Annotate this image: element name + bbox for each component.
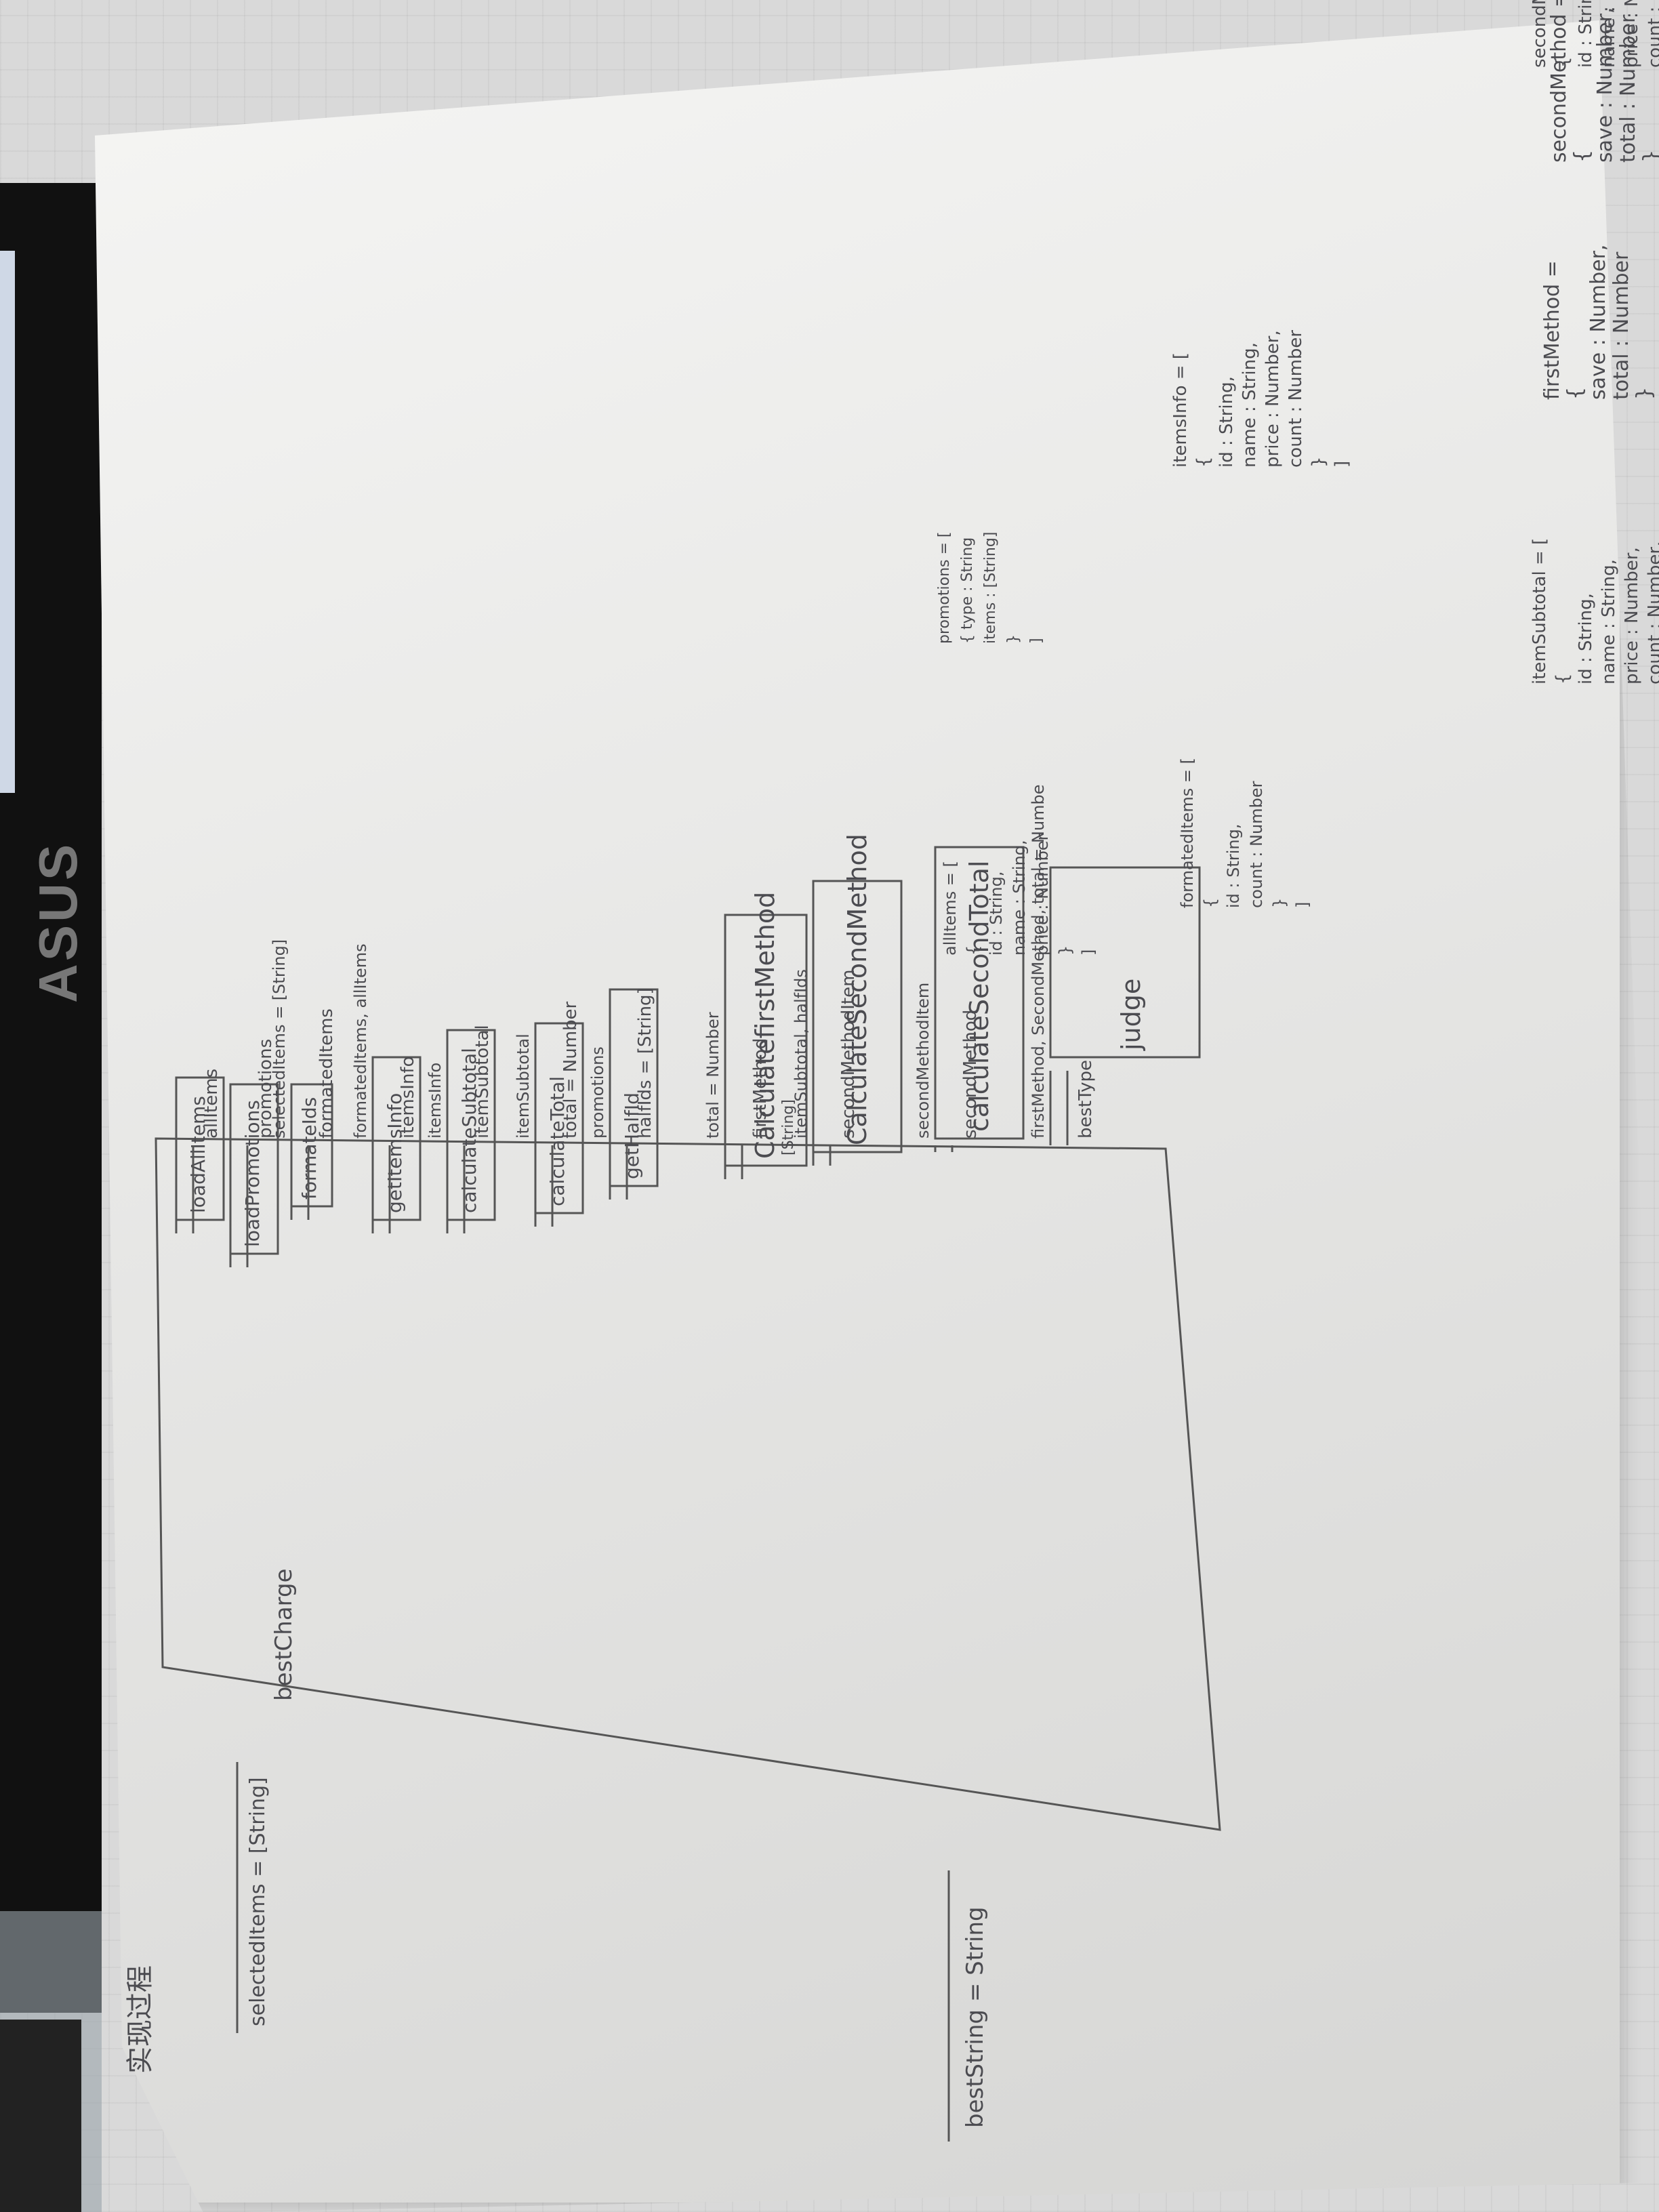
note-itemsinfo-line-3: name : String, — [1240, 342, 1260, 468]
bestcharge-box — [155, 1137, 1221, 1831]
note-secondmethoditem-line-1: { — [1553, 56, 1573, 68]
note-secondmethod-line-1: { — [1570, 150, 1594, 163]
note-promotions-line-0: promotions = [ — [936, 532, 953, 644]
return-label-4: itemSubtotal — [472, 1025, 493, 1139]
note-secondmethoditem-line-4: price : Number, — [1622, 0, 1642, 68]
return-label-2: formatedItems — [316, 1008, 337, 1139]
call-box-7 — [724, 914, 808, 1167]
call-box-label-6: getHalfId — [621, 1092, 643, 1179]
call-box-label-8: CalculateSecondMethod — [842, 834, 872, 1145]
call-box-6 — [609, 988, 659, 1187]
note-formateditems-line-4: } — [1270, 898, 1289, 908]
call-box-label-10: judge — [1116, 979, 1146, 1051]
note-secondmethod-line-4: } — [1639, 150, 1659, 163]
return-label-10: bestType — [1076, 1060, 1096, 1139]
note-formateditems-line-5: ] — [1293, 902, 1312, 908]
arg-label-2: selectedItems = [String] — [270, 939, 289, 1139]
note-itemsinfo-line-7: ] — [1332, 461, 1352, 468]
call-box-label-5: calculateTotal — [546, 1076, 569, 1206]
call-box-3 — [371, 1056, 422, 1221]
note-formateditems-line-3: count : Number — [1247, 781, 1266, 908]
note-allitems-line-6: ] — [1079, 949, 1098, 956]
note-allitems-line-3: name : String, — [1010, 840, 1029, 956]
note-allitems-line-0: allItems = [ — [941, 861, 960, 956]
note-formateditems-line-1: { — [1201, 898, 1220, 908]
call-box-8 — [812, 880, 903, 1153]
note-allitems-line-2: id : String, — [987, 872, 1006, 956]
arg-label-3: formatedItems, allItems — [351, 943, 370, 1139]
monitor-stand-base — [0, 2020, 81, 2212]
call-box-label-0: loadAllItems — [187, 1096, 209, 1213]
note-promotions-line-3: } — [1005, 634, 1022, 644]
note-allitems-line-4: price : Number — [1033, 834, 1052, 956]
note-itemsinfo-line-0: itemsInfo = [ — [1170, 352, 1191, 468]
note-itemsinfo-line-5: count : Number — [1286, 330, 1306, 468]
call-box-5 — [534, 1022, 584, 1214]
note-firstmethod-line-2: save : Number, — [1586, 245, 1610, 400]
note-promotions-line-2: items : [String] — [982, 532, 999, 644]
note-firstmethod-line-4: } — [1633, 387, 1656, 400]
note-secondmethod-line-2: save : Number, — [1593, 7, 1617, 163]
call-box-label-9: calculateSecondTotal — [964, 861, 994, 1132]
note-firstmethod-line-3: total : Number — [1610, 251, 1633, 400]
diagram-title: 实现过程 — [125, 1965, 156, 2074]
output-arrow-label: bestString = String — [962, 1906, 989, 2128]
note-firstmethod-line-1: { — [1563, 387, 1587, 400]
return-label-3: itemsInfo — [398, 1057, 418, 1139]
note-promotions-line-4: ] — [1028, 638, 1045, 644]
note-itemsubtotal-line-1: { — [1553, 673, 1573, 684]
note-itemsubtotal-line-2: id : String, — [1576, 593, 1596, 684]
return-label-6: halfIds = [String] — [635, 987, 655, 1139]
monitor — [0, 183, 102, 2013]
call-box-4 — [446, 1029, 496, 1221]
note-secondmethoditem-line-3: name : String, — [1599, 0, 1619, 68]
note-firstmethod-line-0: firstMethod = — [1540, 260, 1564, 400]
return-label-0: allItems — [201, 1069, 222, 1139]
call-box-label-3: getItemsInfo — [384, 1093, 406, 1213]
call-box-10 — [1049, 866, 1201, 1059]
arg-label-9: secondMethodItem — [914, 983, 933, 1139]
bestcharge-label: bestCharge — [270, 1568, 298, 1701]
call-box-label-1: loadPromotions — [241, 1100, 264, 1247]
return-label-8: secondMethodItem — [838, 970, 859, 1139]
note-label-8: [String] — [780, 1099, 797, 1155]
return-label-9: secondMethod — [960, 1010, 981, 1139]
note-secondmethoditem-line-2: id : String, — [1576, 0, 1596, 68]
note-itemsubtotal-line-3: name : String, — [1599, 559, 1619, 684]
arg-label-7: total = Number — [703, 1012, 722, 1139]
note-itemsinfo-line-6: } — [1309, 456, 1329, 468]
note-secondmethod-line-3: total : Number — [1616, 14, 1640, 163]
arg-label-4: itemsInfo — [426, 1063, 445, 1139]
note-secondmethoditem-line-0: secondMethodItem = [ — [1530, 0, 1550, 68]
arg-label-5: itemSubtotal — [514, 1033, 533, 1139]
return-label-7: firstMethod — [750, 1038, 771, 1139]
call-box-label-4: calculateSubtotal — [458, 1048, 480, 1213]
return-label-5: total = Number — [560, 1001, 581, 1139]
note-itemsinfo-line-4: price : Number, — [1263, 330, 1283, 468]
note-itemsinfo-line-1: { — [1193, 456, 1214, 468]
note-secondmethod-line-0: secondMethod = — [1547, 0, 1571, 163]
note-allitems-line-1: { — [964, 945, 983, 956]
return-label-1: promotions — [255, 1039, 276, 1139]
note-formateditems-line-0: formatedItems = [ — [1178, 758, 1197, 908]
note-promotions-line-1: { type : String — [959, 537, 976, 644]
arg-label-6: promotions — [588, 1046, 607, 1139]
note-secondmethoditem-line-5: count : Number, — [1645, 0, 1659, 68]
note-itemsinfo-line-2: id : String, — [1216, 376, 1237, 468]
monitor-screen — [0, 251, 15, 793]
note-formateditems-line-2: id : String, — [1224, 824, 1243, 909]
note-allitems-line-5: } — [1056, 945, 1075, 956]
call-box-9 — [934, 846, 1025, 1140]
input-arrow-label: selectedItems = [String] — [246, 1777, 270, 2026]
note-itemsubtotal-line-0: itemSubtotal = [ — [1530, 538, 1550, 684]
arg-label-10: firstMethod, SecondMethod, total = Numbe — [1029, 784, 1048, 1139]
note-itemsubtotal-line-4: price : Number, — [1622, 547, 1642, 684]
call-box-label-7: CalculatefirstMethod — [750, 892, 780, 1159]
arg-label-8: itemSubtotal, halfIds — [792, 969, 811, 1139]
note-itemsubtotal-line-5: count : Number, — [1645, 541, 1659, 684]
